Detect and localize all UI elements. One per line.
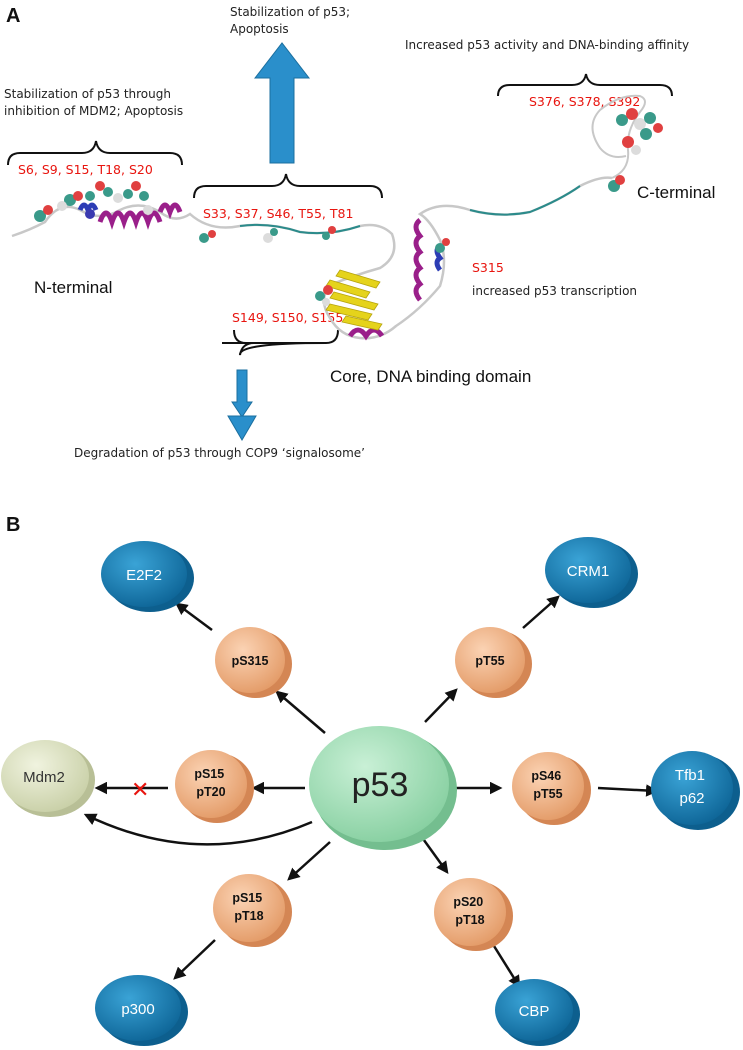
arrow-p53-to-ps20-pt18 [419,835,449,875]
target-mdm2: Mdm2 [1,740,95,817]
sites-core: S149, S150, S155 [232,310,343,325]
mod-ps46-pt55-label: pS46 pT55 [531,769,564,801]
atom-cluster-n-terminal [34,181,153,222]
mod-ps15-pt18-label: pS15 pT18 [232,891,265,923]
panel-b: B ✕ E2F2 CRM1 [1,514,740,1046]
s315-effect-note: increased p53 transcription [472,284,637,298]
arrow-p53-to-ps15-pt18 [287,841,331,881]
target-p300-label: p300 [121,1001,154,1018]
mod-ps46-pt55: pS46 pT55 [512,752,591,825]
sites-n-terminal: S6, S9, S15, T18, S20 [18,162,153,177]
upward-effect-arrow [253,42,311,164]
target-e2f2-label: E2F2 [126,567,162,584]
mod-ps15-pt18: pS15 pT18 [213,874,292,947]
arrow-ps315-to-e2f2 [174,602,213,632]
inhibition-x-icon: ✕ [131,778,149,803]
mod-ps15-pt20: pS15 pT20 [175,750,254,823]
target-cbp-label: CBP [519,1003,550,1020]
arrow-ps15-pt18-to-p300 [173,939,216,980]
sites-c-terminal: S376, S378, S392 [529,94,640,109]
mod-ps20-pt18-label: pS20 pT18 [453,895,486,927]
p53-node: p53 [309,726,457,850]
target-tfb1-p62-label: Tfb1 p62 [675,767,709,807]
panel-a-letter: A [6,5,20,27]
target-tfb1-p62: Tfb1 p62 [651,751,740,830]
n-terminal-label: N-terminal [34,278,112,297]
c-terminal-label: C-terminal [637,183,715,202]
upper-effect-note: Stabilization of p53; Apoptosis [230,5,354,36]
atom-cluster-mid [199,226,336,243]
mod-ps15-pt20-label: pS15 pT20 [194,767,227,799]
core-domain-label: Core, DNA binding domain [330,367,531,386]
c-terminal-effect-note: Increased p53 activity and DNA-binding a… [405,38,689,52]
p53-protein-structure [11,94,663,341]
atom-cluster-s315 [435,238,450,253]
sites-mid: S33, S37, S46, T55, T81 [203,206,353,221]
mod-pt55-label: pT55 [475,654,504,668]
panel-b-letter: B [6,514,20,536]
downward-effect-arrow [231,369,253,418]
interaction-arrows [83,595,659,989]
arrow-pt55-to-crm1 [522,595,560,629]
brace-n-terminal-sites [7,140,183,166]
mod-ps20-pt18: pS20 pT18 [434,878,513,951]
mod-ps315: pS315 [215,627,292,698]
arrow-p53-to-pt55 [424,688,458,723]
mod-pt55: pT55 [455,627,532,698]
brace-mid-sites [193,173,383,199]
arrow-ps46-pt55-to-tfb1 [597,784,659,797]
target-crm1: CRM1 [545,537,638,608]
arrow-p53-to-ps315 [275,690,326,734]
atom-cluster-core [315,285,333,306]
brace-core-sites [222,329,339,356]
downward-arrow-head [227,415,257,441]
target-p300: p300 [95,975,188,1046]
arrow-ps20-pt18-to-cbp [492,945,521,989]
curved-arrow-p53-to-mdm2 [83,813,313,846]
target-crm1-label: CRM1 [567,563,610,580]
brace-c-terminal-sites [497,73,673,97]
target-mdm2-label: Mdm2 [23,769,65,786]
panel-a: A Stabilization of p53; Apoptosis Stabil… [4,5,715,460]
mod-ps315-label: pS315 [232,654,269,668]
lower-effect-note: Degradation of p53 through COP9 ‘signalo… [74,446,365,460]
p53-label: p53 [352,766,409,804]
n-terminal-effect-note: Stabilization of p53 through inhibition … [4,87,183,118]
atom-cluster-c-terminal [608,108,663,192]
site-s315: S315 [472,260,504,275]
target-cbp: CBP [495,979,580,1046]
target-e2f2: E2F2 [101,541,194,612]
